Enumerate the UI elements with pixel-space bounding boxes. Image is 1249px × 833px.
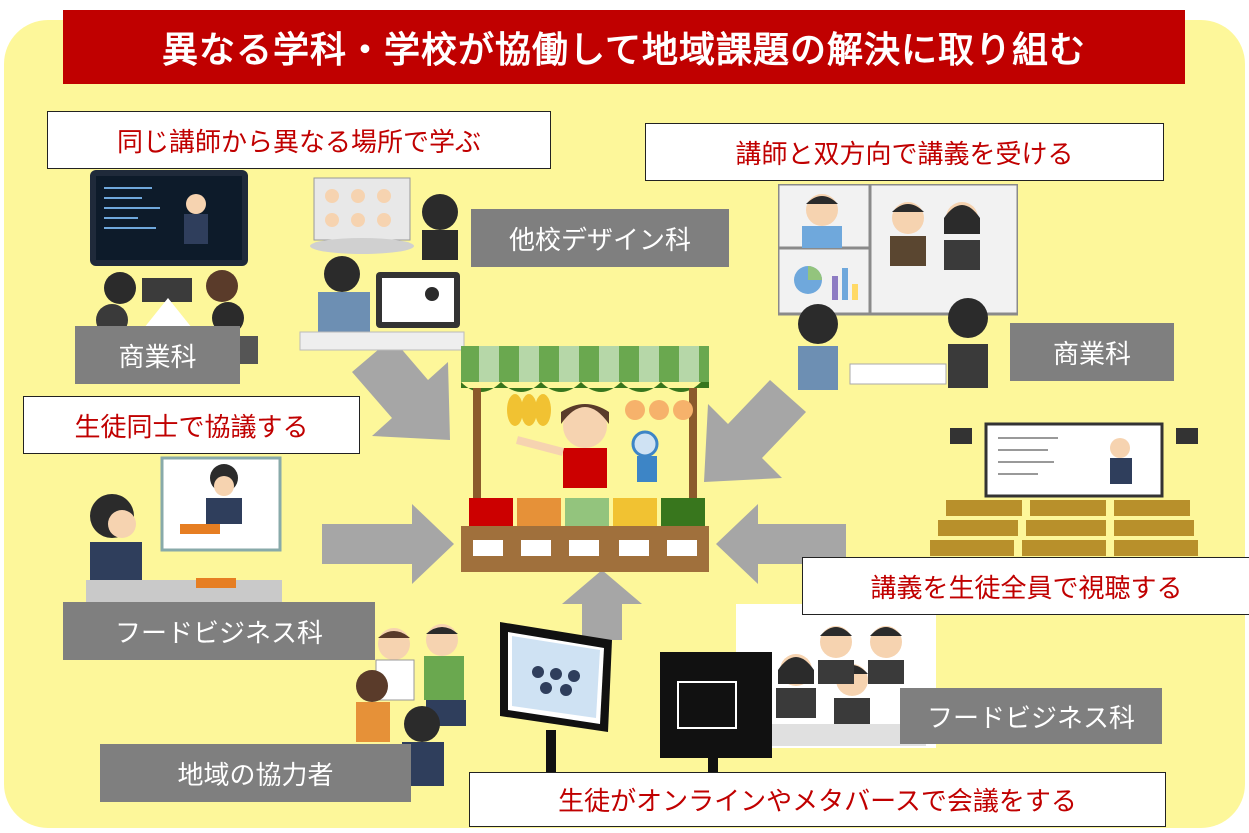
arrow-icon <box>704 380 806 482</box>
label-food-business-left: フードビジネス科 <box>63 602 375 660</box>
label-other-school-design: 他校デザイン科 <box>471 209 729 267</box>
arrow-icon <box>322 504 454 584</box>
arrow-icon <box>562 570 642 640</box>
tablet-student-illustration <box>299 177 465 351</box>
label-commerce-left: 商業科 <box>75 326 240 384</box>
label-community: 地域の協力者 <box>100 744 411 802</box>
label-commerce-right: 商業科 <box>1010 323 1174 381</box>
monitor-illustration <box>660 652 772 778</box>
lecture-hall-illustration <box>930 422 1198 556</box>
page-title: 異なる学科・学校が協働して地域課題の解決に取り組む <box>63 10 1185 84</box>
meeting-illustration <box>86 456 282 602</box>
video-call-illustration <box>778 184 1018 390</box>
label-food-business-right: フードビジネス科 <box>900 688 1162 744</box>
callout-top-left: 同じ講師から異なる場所で学ぶ <box>47 111 551 169</box>
callout-top-right: 講師と双方向で講義を受ける <box>645 123 1164 181</box>
callout-bottom: 生徒がオンラインやメタバースで会議をする <box>469 772 1166 827</box>
callout-mid-right: 講義を生徒全員で視聴する <box>802 557 1249 615</box>
arrow-icon <box>352 338 450 440</box>
market-stall-illustration <box>461 346 709 572</box>
callout-mid-left: 生徒同士で協議する <box>23 396 360 454</box>
